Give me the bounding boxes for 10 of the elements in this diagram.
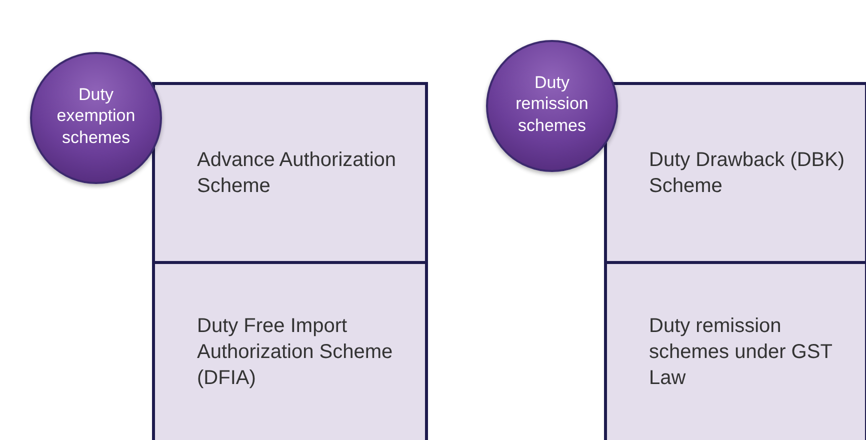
- category-label: Duty remission schemes: [514, 72, 590, 136]
- scheme-label: Duty remission schemes under GST Law: [649, 314, 834, 391]
- scheme-label: Duty Drawback (DBK) Scheme: [649, 148, 846, 199]
- scheme-box: [604, 82, 866, 264]
- category-label: Duty exemption schemes: [56, 84, 136, 148]
- scheme-box: [152, 261, 428, 440]
- scheme-box: [604, 261, 866, 440]
- scheme-box: [152, 82, 428, 264]
- scheme-label: Advance Authorization Scheme: [197, 148, 398, 199]
- scheme-label: Duty Free Import Authorization Scheme (DFIA): [197, 314, 394, 391]
